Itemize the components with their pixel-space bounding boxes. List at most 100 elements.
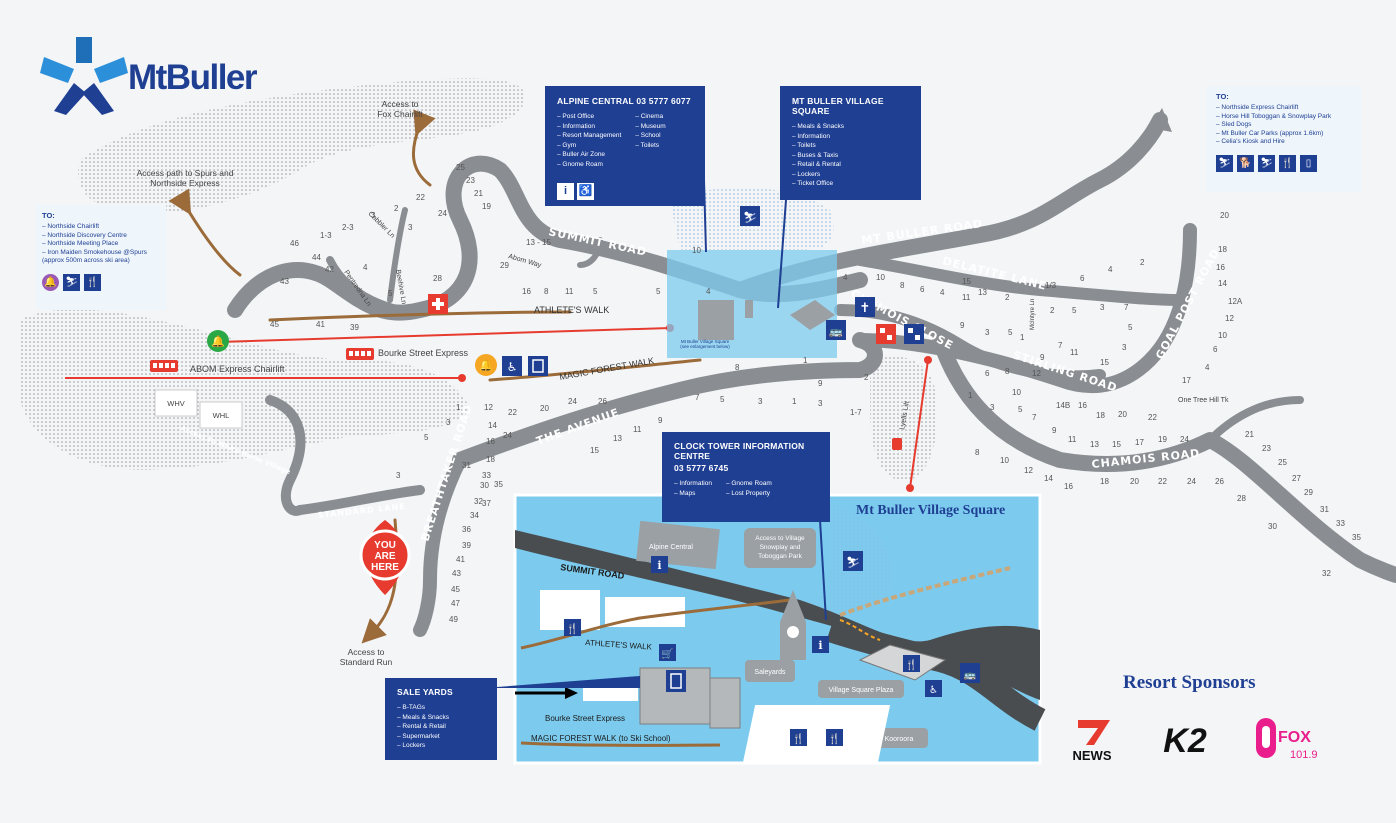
to-right-panel[interactable]: TO: – Northside Express Chairlift – Hors… (1206, 86, 1361, 192)
the-avenue (452, 332, 883, 468)
svg-text:10: 10 (876, 273, 885, 282)
svg-text:HERE: HERE (371, 562, 399, 573)
svg-text:22: 22 (1148, 413, 1157, 422)
list-item: – Ticket Office (792, 180, 834, 187)
svg-text:2: 2 (1050, 306, 1055, 315)
svg-text:7: 7 (1032, 413, 1037, 422)
svg-text:45: 45 (451, 585, 460, 594)
inset-restaurant-icon-4[interactable] (826, 729, 843, 746)
svg-text:24: 24 (503, 431, 512, 440)
to-left-title: TO: (42, 211, 55, 220)
svg-text:28: 28 (1237, 494, 1246, 503)
list-item: – Maps (674, 489, 696, 497)
inset-kooroora-pill (870, 728, 928, 748)
clock-tower-callout[interactable]: CLOCK TOWER INFORMATION CENTRE 03 5777 6… (662, 432, 830, 522)
inset-title: Mt Buller Village Square (856, 503, 1006, 518)
village-square-list: – Meals & Snacks – Information – Toilets… (792, 122, 909, 189)
abom-chairlift-label: ABOM Express Chairlift (190, 364, 285, 374)
list-item: – Retail & Rental (792, 161, 841, 168)
svg-text:32: 32 (1322, 569, 1331, 578)
svg-text:22: 22 (1158, 477, 1167, 486)
svg-text:4: 4 (363, 263, 368, 272)
list-item: – Meals & Snacks (397, 713, 450, 721)
inset-orange-path (839, 619, 881, 641)
list-item: – Toilets (635, 141, 660, 149)
svg-text:1-3: 1-3 (320, 231, 332, 240)
alpine-central-list-1: – Post Office – Information – Resort Man… (557, 112, 621, 169)
svg-text:24: 24 (1187, 477, 1196, 486)
svg-text:3: 3 (818, 399, 823, 408)
svg-text:20: 20 (540, 404, 549, 413)
svg-text:5: 5 (1008, 328, 1013, 337)
svg-text:14: 14 (488, 421, 497, 430)
svg-text:13 - 15: 13 - 15 (526, 238, 551, 247)
first-aid-cross-h (432, 302, 444, 306)
alpine-central-building (698, 300, 734, 340)
svg-text:6: 6 (985, 369, 990, 378)
inset-plaza-building (858, 644, 947, 681)
list-item: (approx 500m across ski area) (42, 257, 130, 264)
inset-bus-icon[interactable] (960, 663, 980, 683)
toilets-icon[interactable] (502, 356, 522, 376)
inset-bus-glyph: 🚌 (964, 670, 977, 681)
mcintyre-label: McIntyre Ln (1030, 299, 1036, 330)
list-item: – Rental & Retail (397, 723, 446, 730)
inset-info-glyph-2: i (818, 639, 822, 652)
svg-text:15: 15 (1100, 358, 1109, 367)
to-left-panel[interactable]: TO: – Northside Chairlift – Northside Di… (36, 205, 166, 310)
svg-text:21: 21 (474, 189, 483, 198)
list-item: – Lost Property (725, 489, 771, 497)
alpine-central-callout[interactable]: ALPINE CENTRAL 03 5777 6077 – Post Offic… (545, 86, 705, 206)
pointer-saleyards (484, 676, 640, 688)
chequered-icon[interactable] (904, 324, 924, 344)
village-square-callout[interactable]: MT BULLER VILLAGE SQUARE – Meals & Snack… (780, 86, 921, 200)
church-icon[interactable] (855, 297, 875, 317)
inset-bourke-label: Bourke Street Express (545, 714, 625, 723)
inset-info-icon-2[interactable] (812, 636, 829, 653)
svg-text:13: 13 (613, 434, 622, 443)
alpine-central-list-2: – Cinema – Museum – School – Toilets (635, 112, 665, 169)
svg-text:25: 25 (456, 163, 465, 172)
svg-text:9: 9 (658, 416, 663, 425)
list-item: – Buses & Taxis (792, 151, 839, 159)
inset-cart-icon[interactable] (659, 644, 676, 661)
church-red-icon[interactable] (876, 324, 896, 344)
green-bell-icon[interactable] (207, 330, 229, 352)
delatite-lane (854, 254, 1186, 306)
list-item: – Gnome Roam (557, 160, 603, 168)
list-item: – Supermarket (397, 732, 440, 740)
athletes-walk-label: ATHLETE'S WALK (534, 305, 609, 315)
bus-icon[interactable] (826, 320, 846, 340)
inset-toboggan-icon[interactable] (843, 551, 863, 571)
inset-info-icon-1[interactable] (651, 556, 668, 573)
svg-text:14B: 14B (1056, 401, 1070, 410)
svg-text:14: 14 (1218, 279, 1227, 288)
inset-toilets-icon[interactable] (925, 680, 942, 697)
inset-info-glyph-1: i (657, 559, 661, 572)
sale-yards-callout[interactable]: SALE YARDS – B-TAGs – Meals & Snacks – R… (385, 678, 497, 760)
inset-white-block (742, 705, 891, 763)
inset-restaurant-icon-2[interactable] (903, 655, 920, 672)
svg-text:5: 5 (1018, 405, 1023, 414)
svg-text:15: 15 (962, 277, 971, 286)
brand-name[interactable]: MtBuller (128, 58, 258, 97)
to-left-list: – Northside Chairlift – Northside Discov… (42, 223, 160, 266)
svg-text:7: 7 (695, 393, 700, 402)
inset-restaurant-icon-3[interactable] (790, 729, 807, 746)
svg-text:YOU: YOU (374, 540, 396, 551)
sale-yards-title: SALE YARDS (397, 687, 453, 697)
svg-text:12: 12 (1024, 466, 1033, 475)
svg-text:5: 5 (656, 287, 661, 296)
svg-text:12: 12 (484, 403, 493, 412)
inset-restaurant-icon-1[interactable] (564, 619, 581, 636)
toboggan-icon[interactable] (740, 206, 760, 226)
lockers-icon[interactable] (528, 356, 548, 376)
lyells-lift-top (924, 356, 932, 364)
svg-text:43: 43 (452, 569, 461, 578)
orange-bell-icon[interactable] (475, 354, 497, 376)
lyells-lift-bottom (906, 484, 914, 492)
inset-lift-arrow (565, 687, 578, 699)
abom-lift-icon (150, 360, 178, 372)
list-item: – Gnome Roam (725, 480, 772, 487)
